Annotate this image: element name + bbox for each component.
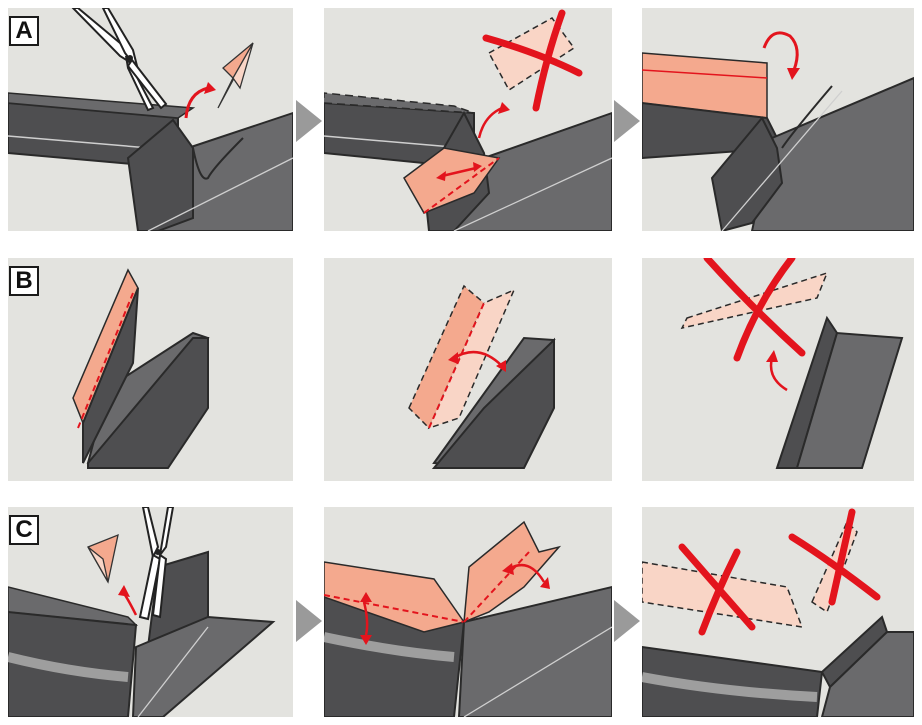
red-cross-icon <box>703 258 806 362</box>
step-arrow-icon <box>614 600 640 647</box>
step-arrow-icon <box>296 100 322 147</box>
curved-arrow-icon <box>184 86 209 119</box>
red-cross-icon <box>788 508 881 606</box>
step-a2-illustration <box>324 9 612 231</box>
tin-snips-icon <box>71 8 168 112</box>
step-a3-illustration <box>642 31 914 231</box>
paper-plane-icon <box>217 42 254 109</box>
panel-c2 <box>324 507 612 717</box>
step-b2-illustration <box>408 284 556 470</box>
tin-snips-icon <box>138 507 175 621</box>
panel-b1 <box>8 258 293 481</box>
step-c3-illustration <box>642 508 914 717</box>
panel-b2 <box>324 258 612 481</box>
red-cross-icon <box>678 543 756 636</box>
step-c1-illustration <box>8 507 276 717</box>
panel-c3 <box>642 507 914 717</box>
step-arrow-icon <box>614 100 640 147</box>
curved-arrow-icon <box>769 357 788 392</box>
step-b1-illustration <box>72 268 210 469</box>
paper-plane-icon <box>87 533 119 584</box>
step-b3-illustration <box>680 258 904 469</box>
panel-b3 <box>642 258 914 481</box>
panel-c1 <box>8 507 293 717</box>
step-c2-illustration <box>324 520 612 717</box>
red-cross-icon <box>482 9 583 112</box>
panel-a2 <box>324 8 612 231</box>
panel-a1 <box>8 8 293 231</box>
panel-a3 <box>642 8 914 231</box>
row-label-a: A <box>9 16 39 46</box>
row-label-c: C <box>9 515 39 545</box>
row-label-b: B <box>9 266 39 296</box>
step-a1-illustration <box>8 8 293 231</box>
curved-arrow-icon <box>762 31 799 71</box>
step-arrow-icon <box>296 600 322 647</box>
